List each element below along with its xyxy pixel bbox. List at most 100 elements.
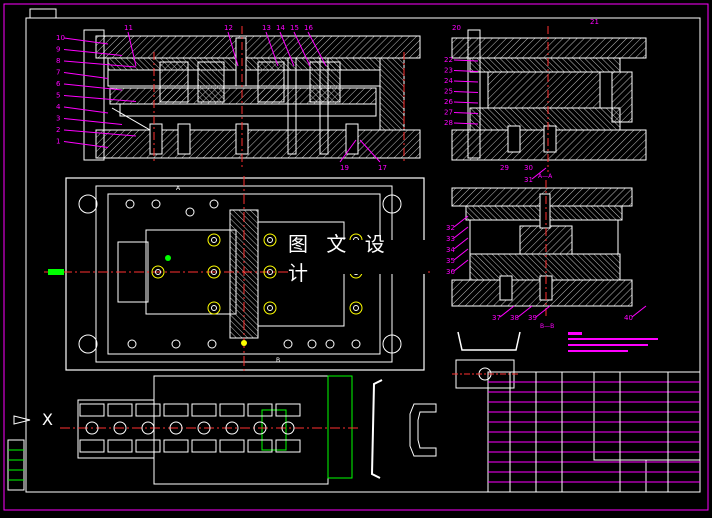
leader-line bbox=[453, 70, 479, 72]
leader-line bbox=[453, 91, 479, 93]
leader-line bbox=[63, 95, 137, 102]
callout-36: 36 bbox=[446, 268, 455, 276]
punch-hole-inner bbox=[267, 305, 273, 311]
side-section-view: A—A bbox=[451, 26, 647, 180]
leader-line bbox=[63, 129, 137, 137]
callout-10: 10 bbox=[56, 34, 65, 42]
punch-hole-inner bbox=[211, 305, 217, 311]
punch-hole-inner bbox=[155, 269, 161, 275]
leader-line bbox=[63, 83, 123, 91]
outer-frame bbox=[3, 3, 709, 511]
punch-hole bbox=[349, 301, 363, 315]
callout-37: 37 bbox=[492, 314, 501, 322]
strip-slot bbox=[107, 403, 133, 417]
lower-section-view: B—B bbox=[451, 180, 633, 330]
guide-hole bbox=[151, 199, 161, 209]
strip-hole bbox=[253, 421, 267, 435]
guide-hole bbox=[171, 339, 181, 349]
callout-8: 8 bbox=[56, 57, 60, 65]
leader-line bbox=[517, 305, 533, 318]
punch-hole bbox=[263, 233, 277, 247]
plan-view: B A bbox=[44, 176, 430, 372]
guide-hole bbox=[185, 207, 195, 217]
strip-slot bbox=[135, 403, 161, 417]
strip-slot bbox=[79, 439, 105, 453]
callout-16: 16 bbox=[304, 24, 313, 32]
leader-line bbox=[535, 305, 551, 318]
callout-28: 28 bbox=[444, 119, 453, 127]
strip-slot bbox=[219, 403, 245, 417]
guide-hole bbox=[127, 339, 137, 349]
strip-slot bbox=[79, 403, 105, 417]
callout-6: 6 bbox=[56, 80, 61, 88]
technical-notes bbox=[568, 332, 658, 352]
leader-line bbox=[63, 141, 109, 148]
strip-slot bbox=[275, 439, 301, 453]
strip-slot bbox=[219, 439, 245, 453]
callout-35: 35 bbox=[446, 257, 455, 265]
punch-hole bbox=[263, 301, 277, 315]
punch-hole-inner bbox=[267, 237, 273, 243]
callout-15: 15 bbox=[290, 24, 299, 32]
leader-line bbox=[453, 122, 479, 125]
callout-7: 7 bbox=[56, 69, 60, 77]
guide-hole bbox=[307, 339, 317, 349]
guide-hole bbox=[207, 339, 217, 349]
leader-line bbox=[227, 31, 239, 67]
callout-13: 13 bbox=[262, 24, 271, 32]
callout-9: 9 bbox=[56, 46, 60, 54]
callout-20: 20 bbox=[452, 24, 461, 32]
title-tab bbox=[29, 8, 57, 19]
leader-line bbox=[453, 101, 479, 104]
strip-slot bbox=[163, 403, 189, 417]
leader-line bbox=[63, 60, 137, 68]
callout-19: 19 bbox=[340, 164, 349, 172]
leader-line bbox=[631, 305, 647, 318]
callout-1: 1 bbox=[56, 138, 60, 146]
callout-4: 4 bbox=[56, 103, 61, 111]
sheet-margin-marks bbox=[7, 415, 31, 491]
callout-2: 2 bbox=[56, 126, 60, 134]
callout-5: 5 bbox=[56, 92, 60, 100]
punch-hole bbox=[207, 265, 221, 279]
guide-hole bbox=[283, 339, 293, 349]
leader-line bbox=[453, 112, 479, 114]
leader-line bbox=[453, 259, 469, 272]
callout-11: 11 bbox=[124, 24, 133, 32]
callout-39: 39 bbox=[528, 314, 537, 322]
callout-38: 38 bbox=[510, 314, 519, 322]
part-profile-views bbox=[370, 379, 437, 479]
leader-line bbox=[307, 31, 327, 67]
callout-21: 21 bbox=[590, 18, 599, 26]
strip-hole bbox=[113, 421, 127, 435]
strip-slot bbox=[107, 439, 133, 453]
part-detail-views bbox=[452, 331, 521, 389]
callout-40: 40 bbox=[624, 314, 633, 322]
plan-section-marker-a: A bbox=[176, 185, 181, 192]
punch-hole-inner bbox=[267, 269, 273, 275]
callout-17: 17 bbox=[378, 164, 387, 172]
callout-14: 14 bbox=[276, 24, 285, 32]
strip-hole bbox=[281, 421, 295, 435]
guide-hole bbox=[351, 339, 361, 349]
punch-hole bbox=[151, 265, 165, 279]
callout-24: 24 bbox=[444, 77, 453, 85]
bottom-callouts: 19 17 bbox=[339, 139, 387, 172]
strip-slot bbox=[247, 403, 273, 417]
leader-line bbox=[499, 305, 515, 318]
leader-line bbox=[63, 37, 109, 45]
callout-33: 33 bbox=[446, 235, 455, 243]
strip-hole bbox=[225, 421, 239, 435]
strip-hole bbox=[169, 421, 183, 435]
leader-line bbox=[279, 31, 295, 67]
leader-line bbox=[453, 237, 469, 250]
leader-line bbox=[453, 248, 469, 261]
leader-line bbox=[531, 167, 547, 180]
leader-line bbox=[63, 49, 123, 56]
inner-frame bbox=[25, 17, 701, 493]
